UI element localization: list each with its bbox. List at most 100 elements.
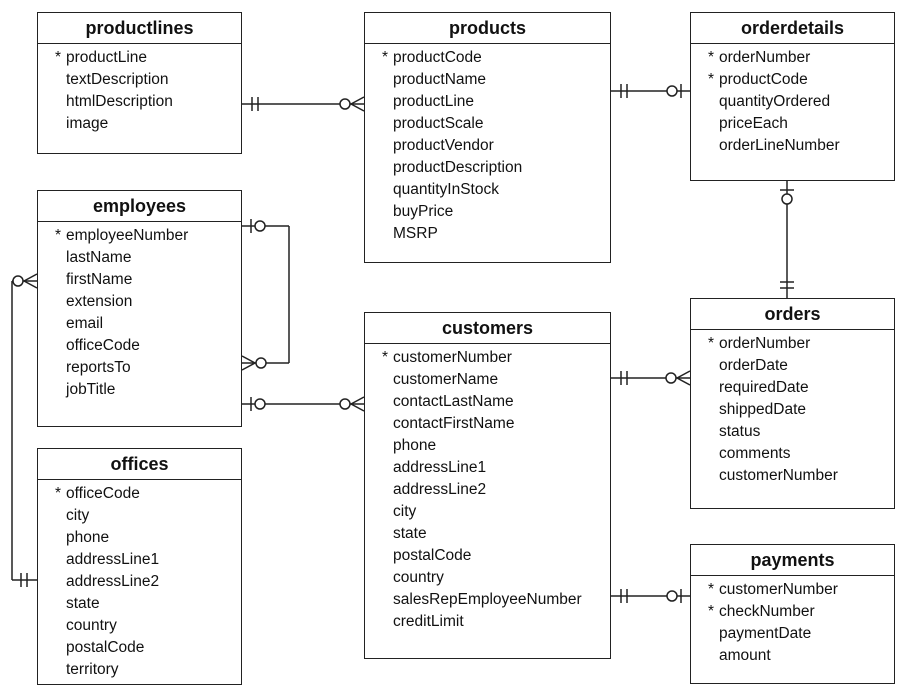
relationship-productlines-products xyxy=(242,96,365,112)
entity-title: offices xyxy=(38,449,241,480)
attribute-name: productLine xyxy=(66,49,148,66)
attribute-name: phone xyxy=(393,437,437,454)
attribute-row: postalCode xyxy=(38,637,241,659)
attribute-name: MSRP xyxy=(393,225,438,242)
attribute-name: postalCode xyxy=(66,639,145,656)
attribute-row: shippedDate xyxy=(691,399,894,421)
entity-title: orders xyxy=(691,299,894,330)
attribute-row: lastName xyxy=(38,247,241,269)
attribute-name: orderNumber xyxy=(719,49,811,66)
attribute-row: contactLastName xyxy=(365,391,610,413)
attribute-name: extension xyxy=(66,293,133,310)
attribute-row: productScale xyxy=(365,113,610,135)
attribute-row: *productCode xyxy=(365,47,610,69)
attribute-row: comments xyxy=(691,443,894,465)
primary-key-marker: * xyxy=(55,49,62,66)
attribute-row: addressLine1 xyxy=(365,457,610,479)
relationship-employees-self xyxy=(241,219,290,371)
attribute-row: requiredDate xyxy=(691,377,894,399)
attribute-row: *productLine xyxy=(38,47,241,69)
attribute-row: *checkNumber xyxy=(691,601,894,623)
attribute-row: htmlDescription xyxy=(38,91,241,113)
attribute-name: orderDate xyxy=(719,357,788,374)
attribute-row: productVendor xyxy=(365,135,610,157)
attribute-row: productLine xyxy=(365,91,610,113)
entity-title: customers xyxy=(365,313,610,344)
attribute-row: *customerNumber xyxy=(691,579,894,601)
attribute-row: textDescription xyxy=(38,69,241,91)
relationship-employees-customers xyxy=(242,396,365,412)
attribute-name: productName xyxy=(393,71,487,88)
attribute-name: addressLine2 xyxy=(393,481,487,498)
attribute-row: firstName xyxy=(38,269,241,291)
attribute-row: creditLimit xyxy=(365,611,610,633)
attribute-name: creditLimit xyxy=(393,613,464,630)
attribute-name: productCode xyxy=(719,71,808,88)
primary-key-marker: * xyxy=(55,485,62,502)
attribute-name: territory xyxy=(66,661,119,678)
attribute-name: addressLine1 xyxy=(393,459,487,476)
attribute-name: buyPrice xyxy=(393,203,454,220)
attribute-name: state xyxy=(393,525,427,542)
relationship-customers-payments xyxy=(611,589,690,603)
attribute-name: email xyxy=(66,315,104,332)
attribute-name: officeCode xyxy=(66,337,140,354)
attribute-row: *orderNumber xyxy=(691,47,894,69)
entity-orders[interactable]: orders *orderNumber orderDate requiredDate… xyxy=(690,298,895,509)
attribute-name: shippedDate xyxy=(719,401,807,418)
primary-key-marker: * xyxy=(382,49,389,66)
attribute-row: status xyxy=(691,421,894,443)
attribute-row: state xyxy=(365,523,610,545)
entity-title: employees xyxy=(38,191,241,222)
attribute-name: officeCode xyxy=(66,485,140,502)
attribute-row: orderDate xyxy=(691,355,894,377)
attribute-row: city xyxy=(365,501,610,523)
relationship-products-orderdetails xyxy=(611,84,690,98)
primary-key-marker: * xyxy=(382,349,389,366)
entity-products[interactable]: products *productCode productName productL… xyxy=(364,12,611,263)
attribute-name: firstName xyxy=(66,271,133,288)
attribute-row: salesRepEmployeeNumber xyxy=(365,589,610,611)
attribute-name: orderLineNumber xyxy=(719,137,840,154)
attribute-row: MSRP xyxy=(365,223,610,245)
attribute-name: city xyxy=(66,507,90,524)
attribute-name: customerNumber xyxy=(393,349,512,366)
attribute-row: *orderNumber xyxy=(691,333,894,355)
primary-key-marker: * xyxy=(708,603,715,620)
attribute-name: customerNumber xyxy=(719,581,838,598)
attribute-row: productDescription xyxy=(365,157,610,179)
entity-customers[interactable]: customers *customerNumber customerName con… xyxy=(364,312,611,659)
attribute-name: lastName xyxy=(66,249,132,266)
attribute-row: state xyxy=(38,593,241,615)
attribute-name: phone xyxy=(66,529,110,546)
primary-key-marker: * xyxy=(708,581,715,598)
attribute-name: reportsTo xyxy=(66,359,131,376)
relationship-offices-employees xyxy=(11,273,38,587)
attribute-row: amount xyxy=(691,645,894,667)
attribute-name: addressLine2 xyxy=(66,573,160,590)
attribute-name: postalCode xyxy=(393,547,472,564)
relationship-customers-orders xyxy=(611,370,691,386)
entity-title: productlines xyxy=(38,13,241,44)
attribute-name: customerName xyxy=(393,371,499,388)
attribute-row: jobTitle xyxy=(38,379,241,401)
attribute-row: officeCode xyxy=(38,335,241,357)
attribute-name: productScale xyxy=(393,115,484,132)
attribute-row: reportsTo xyxy=(38,357,241,379)
attribute-name: country xyxy=(66,617,117,634)
entity-title: products xyxy=(365,13,610,44)
primary-key-marker: * xyxy=(55,227,62,244)
attribute-name: checkNumber xyxy=(719,603,815,620)
attribute-row: email xyxy=(38,313,241,335)
attribute-name: requiredDate xyxy=(719,379,809,396)
